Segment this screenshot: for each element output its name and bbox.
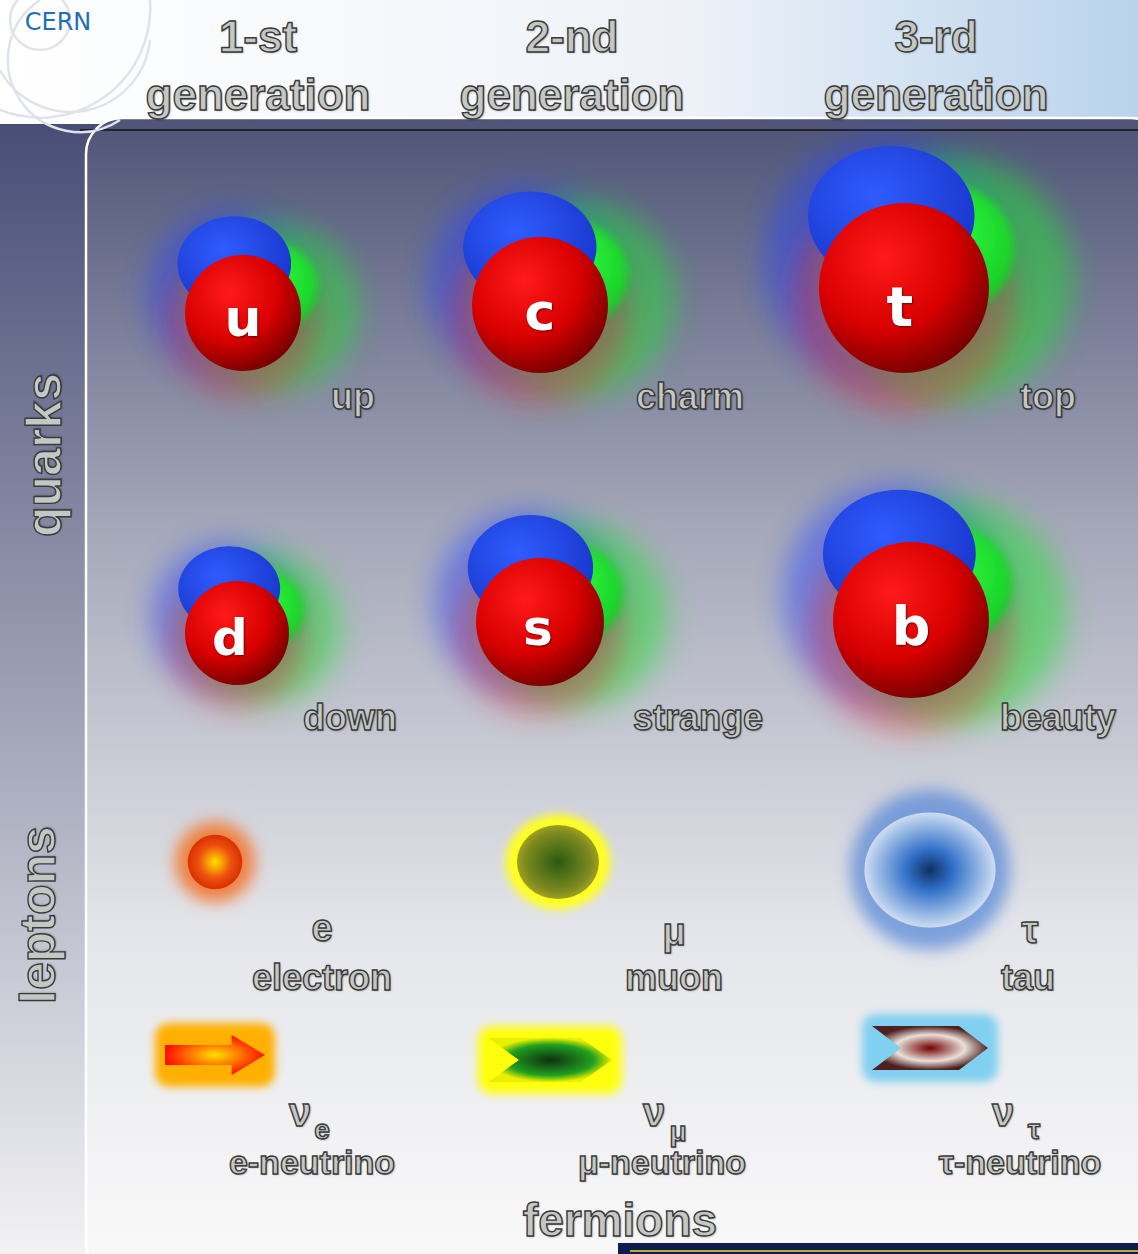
lepton-particle: eelectron <box>135 782 295 942</box>
particle-name: charm <box>636 376 744 418</box>
particle-symbol: ν <box>643 1090 665 1135</box>
neutrino-particle: νee-neutrino <box>115 955 315 1155</box>
particle-graphic <box>155 1023 275 1087</box>
group-heading: fermions <box>523 1195 717 1246</box>
quark-symbol: d <box>212 609 248 667</box>
particle-symbol: ν <box>289 1090 311 1135</box>
quark-symbol: b <box>892 595 931 658</box>
particle-graphic <box>428 186 676 404</box>
logo-text: CERN <box>25 9 92 35</box>
quark-particle: uup <box>127 197 359 429</box>
particle-graphic <box>862 1014 998 1082</box>
row-heading: leptons <box>11 826 66 1004</box>
particle-graphic <box>782 484 1067 734</box>
particle-symbol: e <box>311 907 332 950</box>
particle-graphic <box>147 212 359 398</box>
row-heading: quarks <box>17 373 72 537</box>
particle-name: muon <box>625 957 723 999</box>
particle-name: e-neutrino <box>229 1143 395 1182</box>
quark-particle: ddown <box>133 529 341 737</box>
quark-particle: sstrange <box>412 494 668 750</box>
quark-symbol: u <box>224 288 261 348</box>
particle-name: electron <box>252 957 392 999</box>
quark-particle: bbeauty <box>755 464 1067 776</box>
particle-graphic <box>151 542 341 708</box>
symbol-subscript: τ <box>1028 1114 1041 1146</box>
particle-graphic <box>175 822 255 902</box>
particle-graphic <box>434 510 668 715</box>
particle-name: tau <box>1001 957 1055 999</box>
particle-graphic <box>764 139 1074 411</box>
particle-graphic <box>850 790 1010 950</box>
particle-name: μ-neutrino <box>578 1143 746 1182</box>
quark-symbol: t <box>887 274 914 339</box>
particle-name: beauty <box>1000 697 1116 739</box>
particle-symbol: ν <box>992 1090 1014 1135</box>
particle-shape <box>135 782 295 942</box>
column-heading: 3-rd generation <box>786 8 1086 124</box>
column-heading: 2-nd generation <box>422 8 722 124</box>
particle-name: strange <box>633 697 763 739</box>
symbol-subscript: e <box>314 1114 330 1146</box>
particle-name: up <box>331 376 375 418</box>
quark-symbol: s <box>523 599 553 657</box>
particle-symbol: μ <box>662 911 685 954</box>
neutrino-particle: νμμ-neutrino <box>426 936 674 1184</box>
particle-shape <box>115 955 315 1155</box>
neutrino-particle: νττ-neutrino <box>814 932 1046 1164</box>
particle-graphic <box>478 1026 622 1094</box>
quark-symbol: c <box>525 282 556 342</box>
particle-symbol: τ <box>1022 909 1039 952</box>
particle-name: down <box>303 697 397 739</box>
lepton-particle: μmuon <box>458 762 658 962</box>
particle-graphic <box>506 815 611 910</box>
particle-name: top <box>1020 376 1076 418</box>
particle-name: τ-neutrino <box>939 1143 1101 1182</box>
quark-particle: ccharm <box>404 169 676 441</box>
column-heading: 1-st generation <box>108 8 408 124</box>
particle-shape <box>458 762 658 962</box>
lepton-particle: τ tau <box>770 710 1090 1030</box>
quark-particle: t top <box>734 118 1074 458</box>
